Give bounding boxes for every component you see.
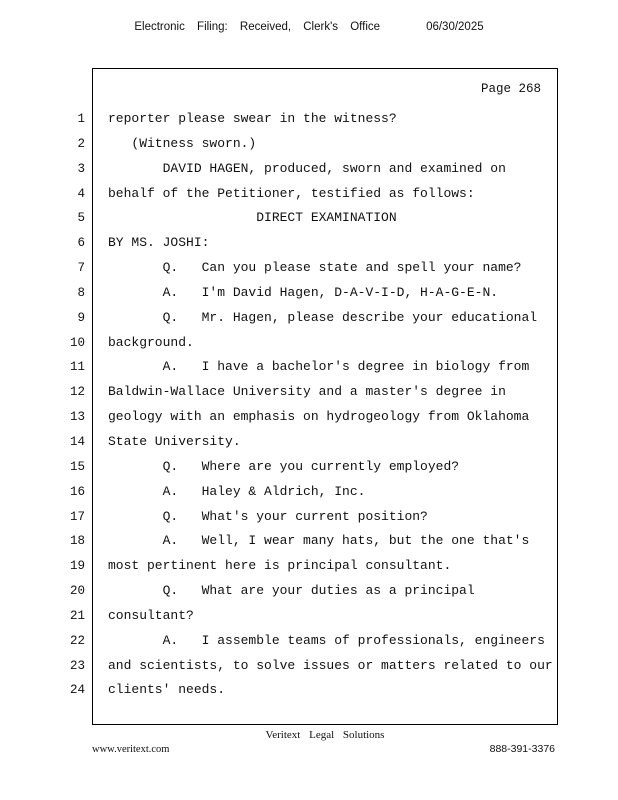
- line-text: most pertinent here is principal consult…: [108, 558, 452, 574]
- line-number: 2: [77, 136, 85, 151]
- line-number: 19: [69, 559, 85, 574]
- line-number: 12: [69, 385, 85, 400]
- efiling-status-text: Electronic Filing: Received, Clerk's Off…: [134, 21, 381, 33]
- line-text: A. I assemble teams of professionals, en…: [108, 632, 545, 648]
- line-text: behalf of the Petitioner, testified as f…: [108, 185, 475, 201]
- line-text: Baldwin-Wallace University and a master'…: [108, 384, 506, 400]
- line-text: DIRECT EXAMINATION: [108, 210, 397, 226]
- transcript-line: 5 DIRECT EXAMINATION: [77, 206, 558, 231]
- line-number: 9: [77, 310, 85, 325]
- line-text: Q. Can you please state and spell your n…: [108, 260, 522, 276]
- line-text: consultant?: [108, 607, 194, 623]
- transcript-line: 11 A. I have a bachelor's degree in biol…: [70, 355, 558, 380]
- transcript-line: 22 A. I assemble teams of professionals,…: [70, 629, 558, 654]
- transcript-line: 20 Q. What are your duties as a principa…: [70, 579, 558, 604]
- line-text: clients' needs.: [108, 682, 226, 698]
- line-number: 7: [77, 261, 85, 276]
- line-number: 13: [69, 410, 85, 425]
- line-text: A. Well, I wear many hats, but the one t…: [108, 533, 530, 549]
- line-number: 4: [77, 186, 85, 201]
- line-number: 6: [77, 236, 85, 251]
- line-number: 23: [69, 658, 85, 673]
- line-number: 21: [69, 608, 85, 623]
- transcript-line: 23 and scientists, to solve issues or mat…: [70, 654, 558, 679]
- transcript-line: 17 Q. What's your current position?: [70, 505, 558, 530]
- line-text: State University.: [108, 433, 241, 449]
- line-text: (Witness sworn.): [108, 135, 257, 151]
- transcript-line: 12 Baldwin-Wallace University and a maste…: [70, 380, 558, 405]
- efiling-date: 06/30/2025: [426, 21, 484, 33]
- transcript-line: 14 State University.: [70, 430, 558, 455]
- line-text: BY MS. JOSHI:: [108, 235, 210, 251]
- line-text: A. Haley & Aldrich, Inc.: [108, 483, 366, 499]
- line-text: Q. What are your duties as a principal: [108, 583, 475, 599]
- line-text: DAVID HAGEN, produced, sworn and examine…: [108, 160, 506, 176]
- transcript-line: 7 Q. Can you please state and spell your…: [77, 256, 558, 281]
- transcript-line: 21 consultant?: [70, 604, 558, 629]
- line-number: 18: [69, 534, 85, 549]
- transcript-line: 3 DAVID HAGEN, produced, sworn and exami…: [77, 157, 558, 182]
- line-number: 1: [77, 112, 85, 126]
- line-number: 20: [69, 584, 85, 599]
- line-text: reporter please swear in the witness?: [108, 111, 397, 126]
- line-number: 24: [69, 683, 85, 698]
- line-number: 14: [69, 434, 85, 449]
- line-number: 11: [69, 360, 85, 375]
- line-text: and scientists, to solve issues or matte…: [108, 657, 553, 673]
- line-number: 17: [69, 509, 85, 524]
- transcript-lines: 1 reporter please swear in the witness? 2 …: [70, 107, 558, 703]
- page-number-label: Page 268: [480, 82, 541, 96]
- line-text: Q. Mr. Hagen, please describe your educa…: [108, 309, 538, 325]
- transcript-line: 4 behalf of the Petitioner, testified as …: [77, 182, 558, 207]
- transcript-line: 10 background.: [70, 331, 558, 356]
- line-number: 8: [77, 285, 85, 300]
- transcript-line: 1 reporter please swear in the witness?: [77, 107, 558, 132]
- transcript-line: 8 A. I'm David Hagen, D-A-V-I-D, H-A-G-E…: [77, 281, 558, 306]
- transcript-line: 9 Q. Mr. Hagen, please describe your edu…: [77, 306, 558, 331]
- transcript-line: 6 BY MS. JOSHI:: [77, 231, 558, 256]
- footer-brand: Veritext Legal Solutions: [265, 729, 385, 741]
- line-text: geology with an emphasis on hydrogeology…: [108, 409, 530, 425]
- line-number: 22: [69, 633, 85, 648]
- transcript-line: 2 (Witness sworn.): [77, 132, 558, 157]
- transcript-line: 16 A. Haley & Aldrich, Inc.: [70, 480, 558, 505]
- transcript-line: 13 geology with an emphasis on hydrogeolo…: [70, 405, 558, 430]
- line-number: 5: [77, 211, 85, 226]
- efiling-header: Electronic Filing: Received, Clerk's Off…: [0, 21, 618, 33]
- footer-website-link[interactable]: www.veritext.com: [92, 744, 170, 755]
- transcript-line: 15 Q. Where are you currently employed?: [70, 455, 558, 480]
- line-number: 16: [69, 484, 85, 499]
- transcript-line: 18 A. Well, I wear many hats, but the on…: [70, 529, 558, 554]
- line-text: A. I have a bachelor's degree in biology…: [108, 359, 530, 375]
- transcript-line: 19 most pertinent here is principal consu…: [70, 554, 558, 579]
- line-text: Q. What's your current position?: [108, 508, 428, 524]
- footer-phone: 888-391-3376: [489, 743, 555, 755]
- line-text: Q. Where are you currently employed?: [108, 458, 460, 474]
- line-text: background.: [108, 334, 194, 350]
- line-number: 10: [69, 335, 85, 350]
- line-number: 3: [77, 161, 85, 176]
- transcript-page-border: Page 268: [92, 68, 558, 725]
- line-text: A. I'm David Hagen, D-A-V-I-D, H-A-G-E-N…: [108, 284, 499, 300]
- line-number: 15: [69, 459, 85, 474]
- transcript-line: 24 clients' needs.: [70, 678, 558, 703]
